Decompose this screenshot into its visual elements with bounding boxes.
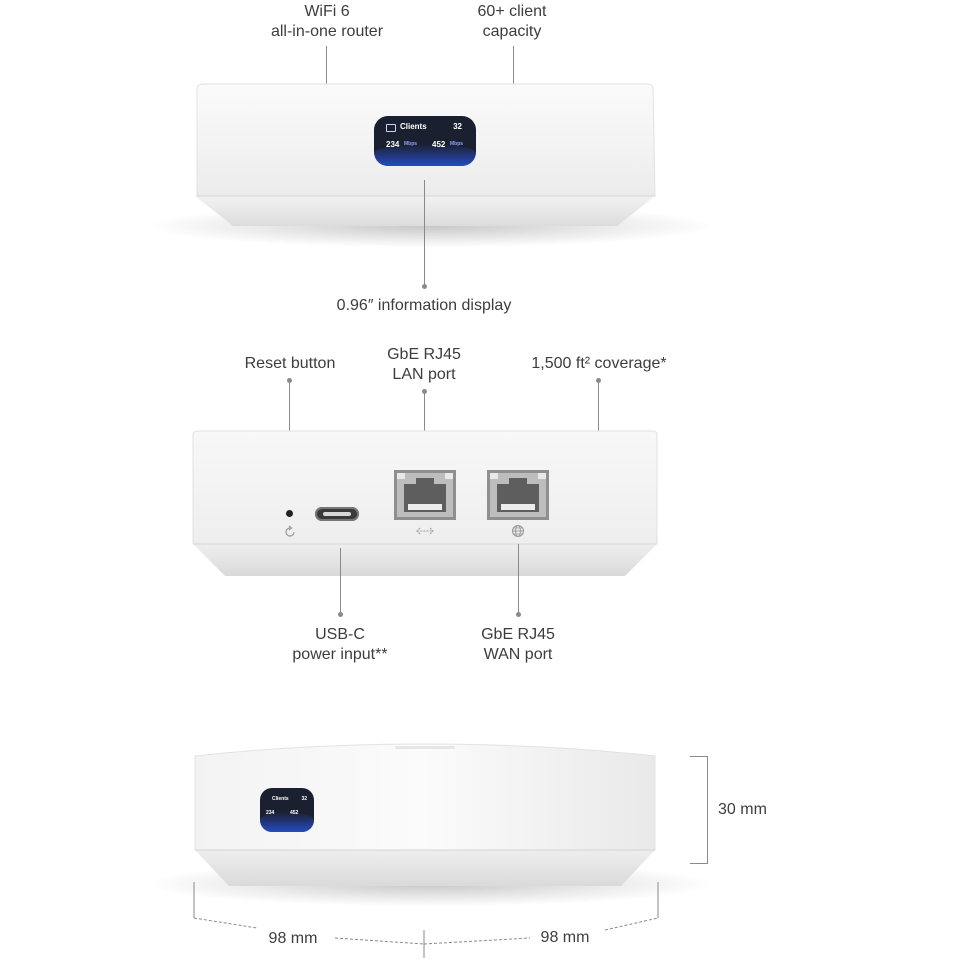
screen-down-value: 234 [386, 140, 400, 149]
lan-arrows-icon [416, 527, 434, 535]
globe-icon [511, 524, 525, 538]
label-wifi6-line2: all-in-one router [270, 23, 384, 40]
label-usbc-line1: USB-C [315, 626, 365, 643]
screen-title: Clients [400, 122, 427, 131]
lan-port[interactable] [394, 470, 456, 520]
label-width-right: 98 mm [540, 929, 590, 946]
callout-dot-display [422, 284, 427, 289]
label-height: 30 mm [718, 801, 767, 818]
label-reset: Reset button [244, 355, 336, 372]
angled-info-display: Clients 32 234 452 [260, 788, 314, 832]
reset-button[interactable] [286, 510, 293, 517]
screen-count: 32 [453, 122, 462, 131]
callout-line-wan [518, 544, 519, 614]
label-width-left: 98 mm [268, 930, 318, 947]
router-angled-view [194, 743, 656, 886]
angled-screen-count: 32 [301, 796, 307, 802]
screen-down-unit: Mbps [404, 141, 418, 147]
callout-line-wifi6 [326, 46, 327, 86]
height-dimension-bracket [690, 756, 708, 864]
callout-line-coverage [598, 380, 599, 432]
label-wan-line2: WAN port [483, 646, 553, 663]
wan-port[interactable] [487, 470, 549, 520]
callout-line-clients [513, 46, 514, 86]
callout-dot-usbc [338, 612, 343, 617]
usbc-port[interactable] [315, 507, 359, 521]
label-lan-line2: LAN port [392, 366, 456, 383]
label-clients-line1: 60+ client [477, 3, 547, 20]
callout-line-usbc [340, 548, 341, 614]
angled-screen-up-value: 452 [290, 810, 299, 816]
callout-line-display [424, 180, 425, 286]
label-wan-line1: GbE RJ45 [481, 626, 555, 643]
label-display: 0.96″ information display [336, 297, 512, 314]
angled-display-wave-graphic [260, 812, 314, 832]
usbc-port-tongue [323, 512, 351, 516]
reset-circle-arrow-icon [285, 525, 295, 537]
display-wave-graphic [374, 143, 476, 166]
front-info-display: Clients 32 234 Mbps 452 Mbps [374, 116, 476, 166]
label-coverage: 1,500 ft² coverage* [531, 355, 667, 372]
label-wifi6-line1: WiFi 6 [304, 3, 350, 20]
label-lan-line1: GbE RJ45 [387, 346, 461, 363]
clients-screen-icon [386, 124, 396, 132]
label-clients-line2: capacity [482, 23, 542, 40]
screen-up-unit: Mbps [450, 141, 464, 147]
angled-screen-title: Clients [272, 796, 289, 802]
label-usbc-line2: power input** [292, 646, 388, 663]
screen-up-value: 452 [432, 140, 446, 149]
width-dimension-lines [193, 882, 659, 958]
angled-screen-down-value: 234 [266, 810, 275, 816]
callout-dot-wan [516, 612, 521, 617]
